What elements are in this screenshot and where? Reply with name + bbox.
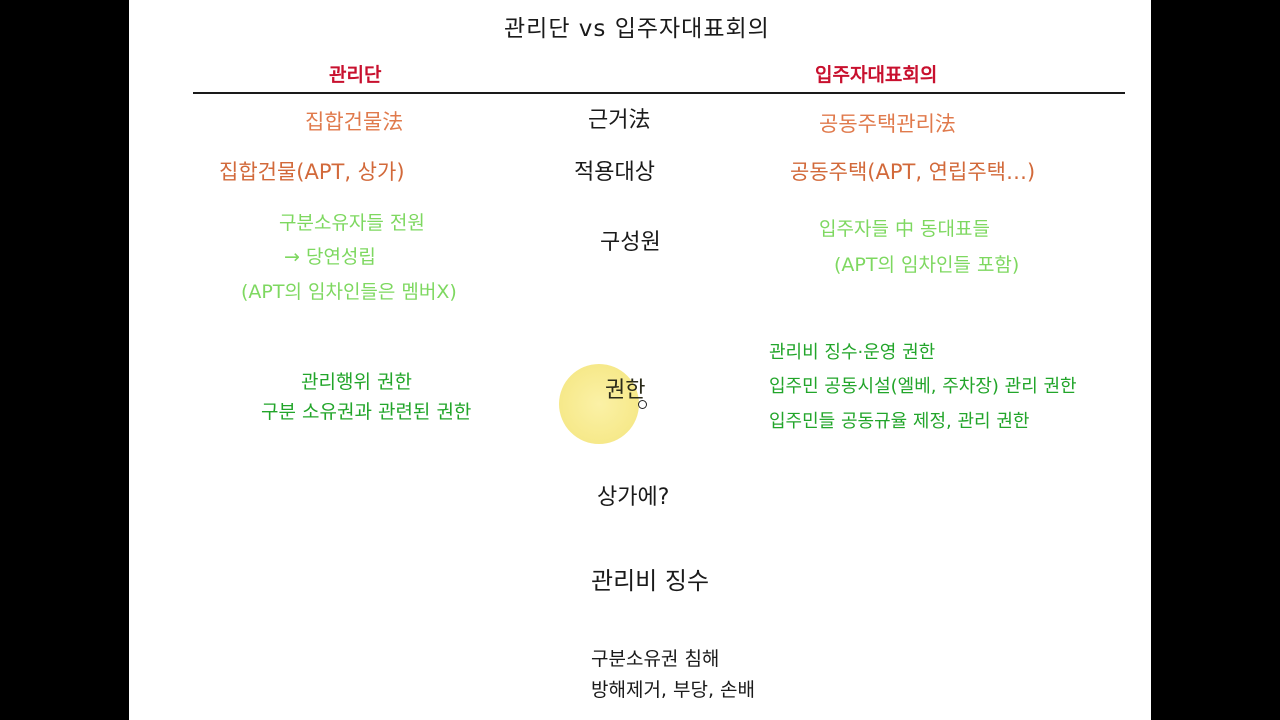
whiteboard-page: 관리단 vs 입주자대표회의 관리단 입주자대표회의 집합건물法 근거法 공동주… — [129, 0, 1151, 720]
authority-left-line-1: 관리행위 권한 — [301, 371, 412, 393]
pen-cursor-icon — [638, 400, 647, 409]
topic-management-fee: 관리비 징수 — [591, 567, 710, 595]
page-title: 관리단 vs 입주자대표회의 — [504, 16, 770, 42]
target-left: 집합건물(APT, 상가) — [219, 160, 405, 184]
note-line-1: 구분소유권 침해 — [591, 648, 720, 670]
authority-right-line-1: 관리비 징수·운영 권한 — [769, 342, 936, 363]
law-right: 공동주택관리法 — [819, 112, 956, 136]
members-center: 구성원 — [600, 230, 661, 255]
authority-left-line-2: 구분 소유권과 관련된 권한 — [261, 401, 472, 423]
members-left-line-3: (APT의 임차인들은 멤버X) — [241, 281, 457, 303]
law-left: 집합건물法 — [305, 110, 404, 134]
members-left-line-1: 구분소유자들 전원 — [279, 212, 425, 234]
authority-right-line-2: 입주민 공동시설(엘베, 주차장) 관리 권한 — [769, 376, 1077, 397]
members-left-line-2: → 당연성립 — [284, 246, 376, 268]
law-center: 근거法 — [588, 108, 651, 133]
authority-center: 권한 — [605, 378, 646, 403]
target-center: 적용대상 — [574, 160, 655, 185]
header-right: 입주자대표회의 — [815, 64, 938, 86]
header-divider — [193, 92, 1125, 94]
target-right: 공동주택(APT, 연립주택…) — [790, 160, 1036, 184]
header-left: 관리단 — [329, 64, 382, 86]
highlighter-mark — [559, 364, 639, 444]
topic-shops: 상가에? — [597, 485, 670, 510]
members-right-line-2: (APT의 임차인들 포함) — [834, 254, 1020, 276]
authority-right-line-3: 입주민들 공동규율 제정, 관리 권한 — [769, 411, 1030, 432]
members-right-line-1: 입주자들 中 동대표들 — [819, 218, 990, 240]
note-line-2: 방해제거, 부당, 손배 — [591, 679, 755, 701]
